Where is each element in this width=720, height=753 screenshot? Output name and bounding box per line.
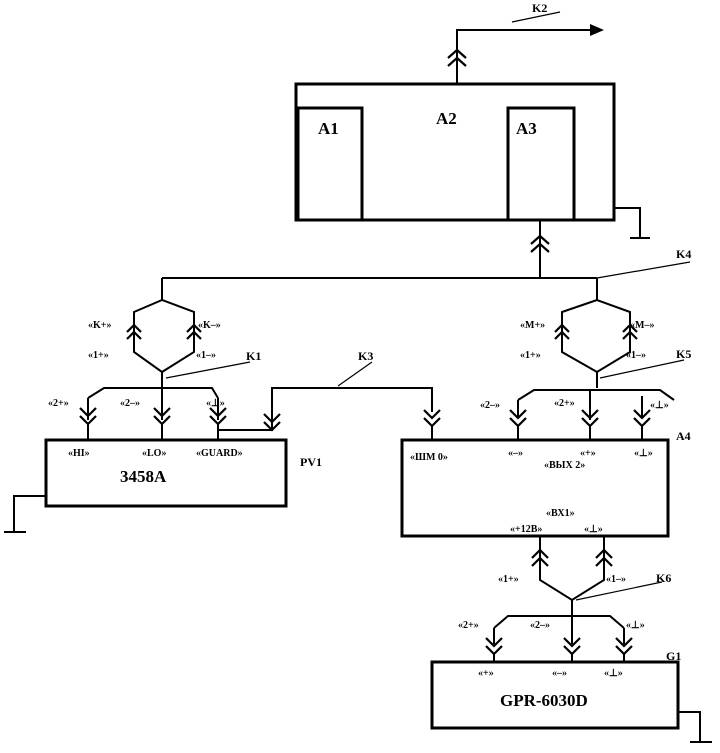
left-fan (87, 387, 219, 399)
label-left-2-plus: «2+» (48, 398, 69, 409)
terminal-a4-output: «ВЫХ 2» (544, 460, 585, 471)
connector-k3-right (423, 409, 441, 428)
label-left-k-plus: «K+» (88, 320, 111, 331)
leader-k2 (511, 11, 561, 23)
cable-k5-label: K5 (676, 347, 691, 361)
label-left-2-shield: «⊥» (206, 398, 225, 409)
connector-k3-left (263, 413, 281, 432)
label-left-1-minus: «1–» (196, 350, 216, 361)
label-g-2-minus: «2–» (530, 620, 550, 631)
k6-wires (493, 616, 625, 644)
a4-tag: A4 (676, 429, 691, 443)
label-right-1-minus: «1–» (626, 350, 646, 361)
leader-k1 (165, 361, 251, 379)
connector-k6-1-plus (531, 548, 549, 567)
right-drops (517, 426, 643, 440)
cable-k6-label: K6 (656, 571, 671, 585)
terminal-a4-minus: «–» (508, 448, 523, 459)
label-right-m-plus: «M+» (520, 320, 545, 331)
cable-k2-label: K2 (532, 1, 547, 15)
right-wires (517, 396, 643, 418)
cable-k2 (456, 29, 595, 84)
label-g-2-shield: «⊥» (626, 620, 645, 631)
terminal-a4-in-plus: «+12В» (510, 524, 542, 535)
block-pv1 (44, 438, 288, 508)
ground-wire-pv1 (13, 495, 46, 532)
arrow-right-icon (590, 24, 604, 36)
connector-k2 (447, 48, 467, 67)
right-harness-body (561, 298, 631, 374)
terminal-g1-minus: «–» (552, 668, 567, 679)
terminal-a4-shield: «⊥» (634, 448, 653, 459)
left-drops (87, 424, 219, 440)
connector-left-k-minus (186, 323, 202, 340)
leader-k6 (575, 581, 663, 601)
connector-right-m-minus (622, 323, 638, 340)
terminal-a4-input: «ВХ1» (546, 508, 575, 519)
label-right-m-minus: «M–» (630, 320, 654, 331)
label-right-2-plus: «2+» (554, 398, 575, 409)
terminal-pv1-hi: «HI» (68, 448, 90, 459)
terminal-pv1-lo: «LO» (142, 448, 166, 459)
terminal-a4-shunt: «ШМ 0» (410, 452, 448, 463)
right-fan (517, 389, 675, 401)
ground-wire-g1 (678, 711, 701, 742)
terminal-a4-plus: «+» (580, 448, 596, 459)
leader-k5 (599, 359, 685, 379)
label-g-2-plus: «2+» (458, 620, 479, 631)
terminal-pv1-guard: «GUARD» (196, 448, 243, 459)
terminal-a4-in-shield: «⊥» (584, 524, 603, 535)
block-a4 (400, 438, 670, 538)
label-right-2-minus: «2–» (480, 400, 500, 411)
leader-k3 (337, 361, 373, 387)
connector-left-k-plus (126, 323, 142, 340)
connector-k6-1-minus (595, 548, 613, 567)
label-left-k-minus: «K–» (198, 320, 221, 331)
block-a1-label: A1 (318, 119, 339, 138)
ground-wire-a2 (614, 207, 641, 238)
label-g-1-plus: «1+» (498, 574, 519, 585)
connector-right-m-plus (554, 323, 570, 340)
label-right-1-plus: «1+» (520, 350, 541, 361)
cable-k3-label: K3 (358, 349, 373, 363)
g1-model: GPR-6030D (500, 691, 588, 710)
harness-k6-body (539, 536, 605, 602)
terminal-g1-plus: «+» (478, 668, 494, 679)
block-a1 (296, 106, 364, 222)
label-left-2-minus: «2–» (120, 398, 140, 409)
label-left-1-plus: «1+» (88, 350, 109, 361)
cable-k4-label: K4 (676, 247, 691, 261)
label-g-1-minus: «1–» (606, 574, 626, 585)
block-a3-label: A3 (516, 119, 537, 138)
pv1-tag: PV1 (300, 455, 322, 469)
leader-k4 (596, 261, 691, 279)
k6-fan (493, 615, 625, 629)
cable-k3 (218, 387, 433, 431)
terminal-g1-shield: «⊥» (604, 668, 623, 679)
left-harness-body (133, 298, 195, 374)
pv1-model: 3458A (120, 467, 167, 486)
left-wires (87, 398, 219, 420)
label-right-2-shield: «⊥» (650, 400, 669, 411)
connector-a2-k4 (530, 234, 550, 253)
cable-k1-label: K1 (246, 349, 261, 363)
block-g1 (430, 660, 680, 730)
block-a2-label: A2 (436, 109, 457, 128)
g1-tag: G1 (666, 649, 681, 663)
